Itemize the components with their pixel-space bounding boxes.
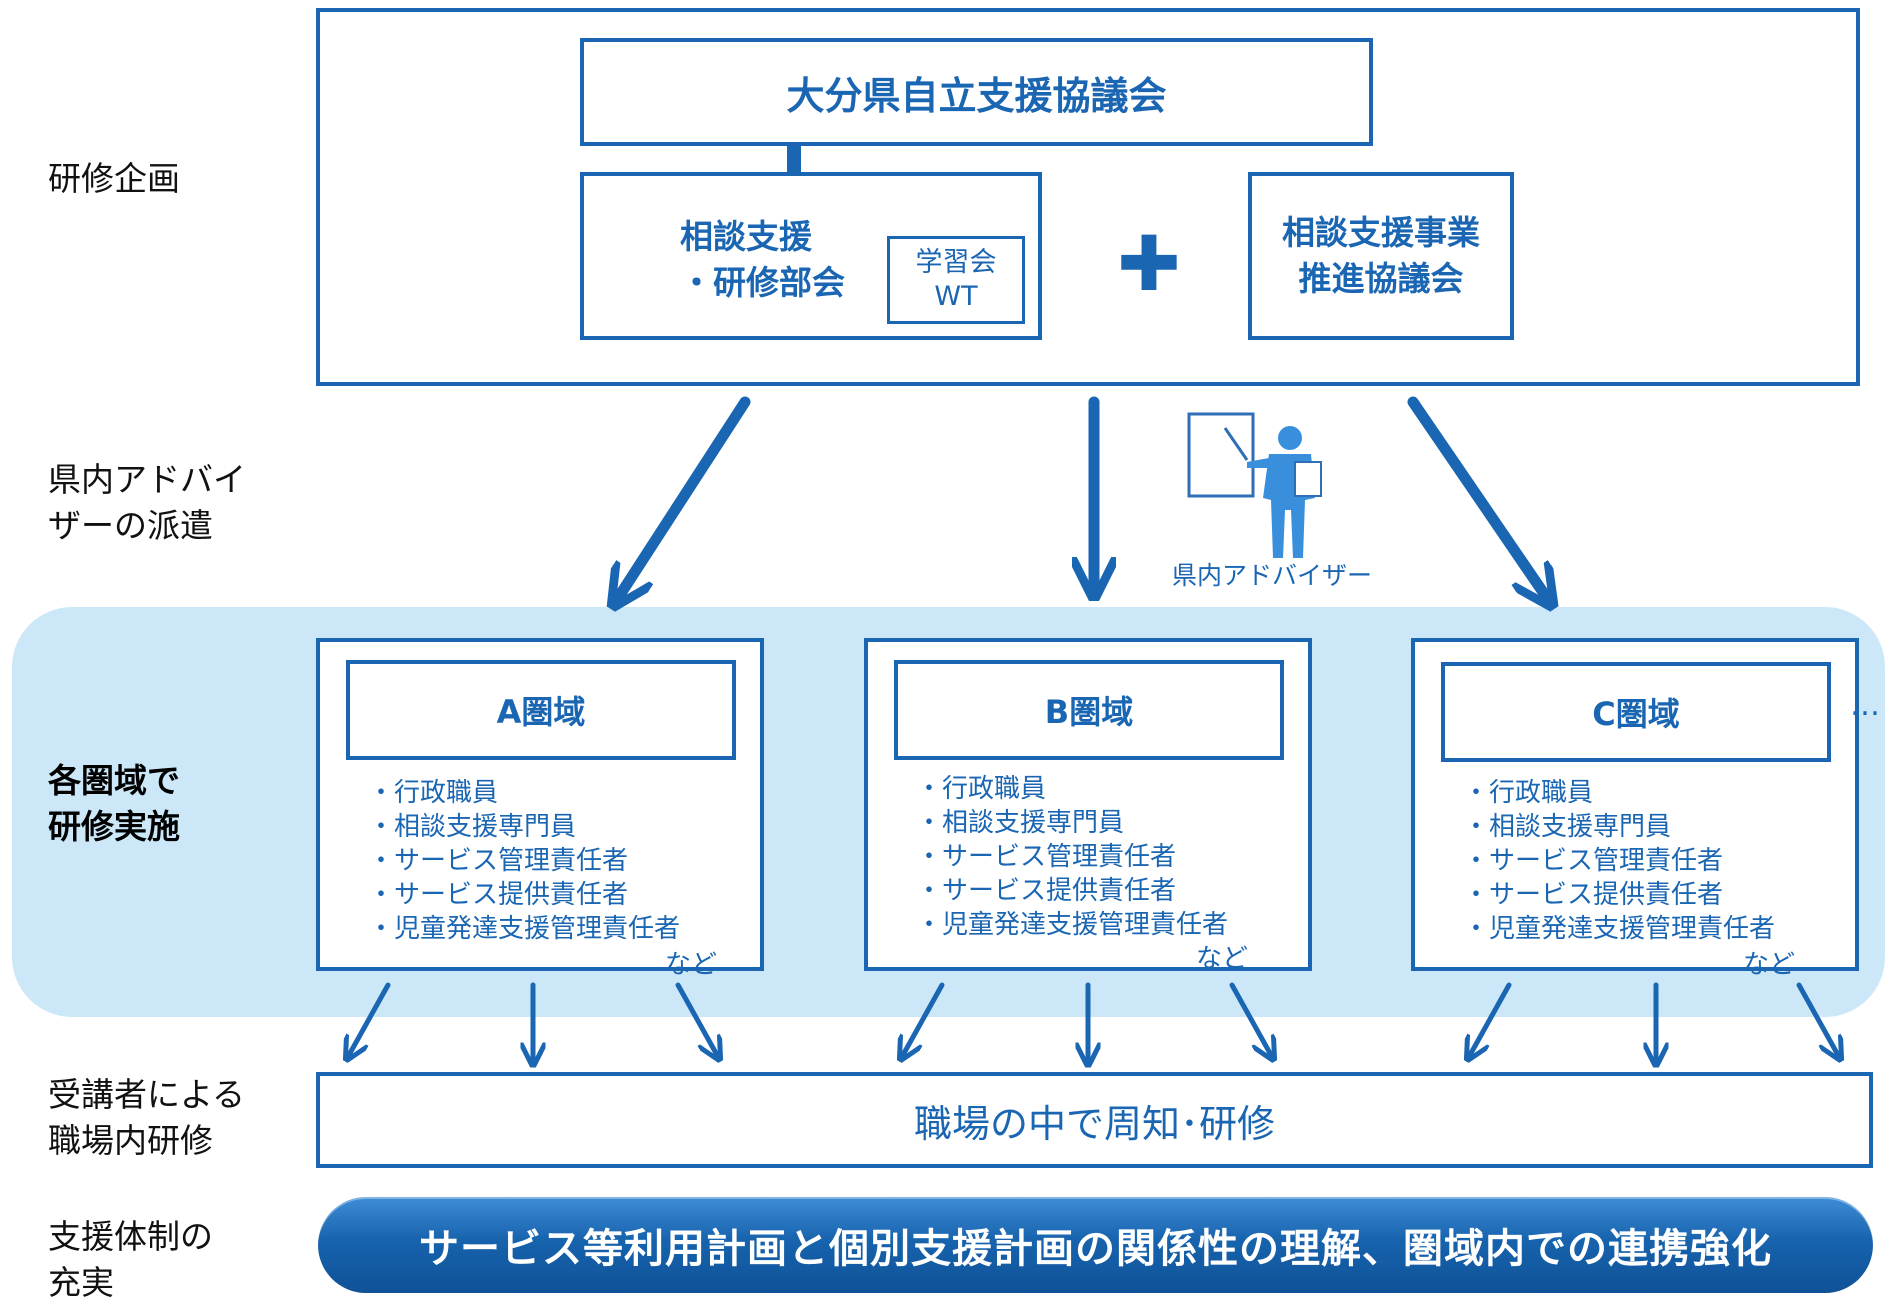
more-regions-ellipsis: … <box>1850 688 1880 723</box>
list-item: ・相談支援専門員 <box>1463 812 1672 842</box>
list-item: ・児童発達支援管理責任者 <box>368 914 681 944</box>
region-arrows <box>349 982 1838 1060</box>
subcommittee-line1: 相談支援 <box>680 217 812 256</box>
list-item: ・行政職員 <box>1463 778 1594 808</box>
goal-banner: サービス等利用計画と個別支援計画の関係性の理解、圏域内での連携強化 <box>318 1197 1873 1293</box>
label-planning-text: 研修企画 <box>48 159 180 198</box>
label-planning: 研修企画 <box>48 156 180 202</box>
goal-banner-text: サービス等利用計画と個別支援計画の関係性の理解、圏域内での連携強化 <box>419 1226 1772 1272</box>
region-b-members: ・行政職員 ・相談支援専門員 ・サービス管理責任者 ・サービス提供責任者 ・児童… <box>916 772 1228 942</box>
label-inhouse-line1: 受講者による <box>48 1075 246 1114</box>
region-b-header: B圏域 <box>894 660 1284 760</box>
list-item: ・児童発達支援管理責任者 <box>916 910 1229 940</box>
label-inhouse: 受講者による 職場内研修 <box>48 1072 245 1164</box>
subcommittee-line2: ・研修部会 <box>680 263 845 302</box>
label-dispatch-line1: 県内アドバイ <box>48 460 246 499</box>
council-title: 大分県自立支援協議会 <box>786 73 1167 118</box>
workplace-training-box: 職場の中で周知･研修 <box>316 1072 1873 1168</box>
list-item: ・児童発達支援管理責任者 <box>1463 914 1776 944</box>
council-box: 大分県自立支援協議会 <box>580 38 1373 146</box>
advisor-label: 県内アドバイザー <box>1172 556 1372 592</box>
region-a-card: A圏域 ・行政職員 ・相談支援専門員 ・サービス管理責任者 ・サービス提供責任者… <box>316 638 764 980</box>
advisor-figure-icon <box>1187 412 1322 558</box>
subcommittee-box: 相談支援 ・研修部会 学習会 WT <box>580 172 1042 340</box>
ellipsis-text: … <box>1850 688 1880 723</box>
list-item: ・サービス提供責任者 <box>1463 880 1724 910</box>
label-inhouse-line2: 職場内研修 <box>48 1121 213 1160</box>
plus-glyph: ✚ <box>1117 218 1181 308</box>
region-b-etc: など <box>1196 944 1249 974</box>
label-regional-line2: 研修実施 <box>48 807 180 846</box>
region-c-members: ・行政職員 ・相談支援専門員 ・サービス管理責任者 ・サービス提供責任者 ・児童… <box>1463 776 1775 946</box>
region-a-etc: など <box>665 950 718 980</box>
list-item: ・行政職員 <box>368 778 499 808</box>
list-item: ・相談支援専門員 <box>916 808 1125 838</box>
wt-line1: 学習会 <box>915 247 997 278</box>
list-item: ・行政職員 <box>916 774 1047 804</box>
council-connector <box>787 146 801 176</box>
region-b-card: B圏域 ・行政職員 ・相談支援専門員 ・サービス管理責任者 ・サービス提供責任者… <box>864 638 1312 974</box>
region-a-name: A圏域 <box>496 693 586 731</box>
region-c-header: C圏域 <box>1441 662 1831 762</box>
list-item: ・サービス管理責任者 <box>916 842 1177 872</box>
label-support-line1: 支援体制の <box>48 1217 213 1256</box>
promotion-line2: 推進協議会 <box>1298 259 1464 298</box>
label-dispatch-line2: ザーの派遣 <box>48 506 213 545</box>
workplace-training-text: 職場の中で周知･研修 <box>913 1101 1275 1146</box>
promotion-line1: 相談支援事業 <box>1282 213 1480 252</box>
label-regional: 各圏域で 研修実施 <box>48 758 180 850</box>
dispatch-arrows <box>618 396 1547 598</box>
region-b-name: B圏域 <box>1044 693 1134 731</box>
promotion-council-box: 相談支援事業 推進協議会 <box>1248 172 1514 340</box>
list-item: ・サービス管理責任者 <box>368 846 629 876</box>
region-c-card: C圏域 ・行政職員 ・相談支援専門員 ・サービス管理責任者 ・サービス提供責任者… <box>1411 638 1859 980</box>
label-dispatch: 県内アドバイ ザーの派遣 <box>48 457 246 549</box>
list-item: ・サービス提供責任者 <box>916 876 1177 906</box>
list-item: ・相談支援専門員 <box>368 812 577 842</box>
region-c-name: C圏域 <box>1592 695 1680 733</box>
label-regional-line1: 各圏域で <box>48 761 180 800</box>
wt-box: 学習会 WT <box>887 236 1025 324</box>
label-support: 支援体制の 充実 <box>48 1214 213 1306</box>
region-c-etc: など <box>1743 950 1796 980</box>
dispatch-arrow-c <box>1407 396 1547 598</box>
label-support-line2: 充実 <box>48 1263 114 1302</box>
list-item: ・サービス提供責任者 <box>368 880 629 910</box>
list-item: ・サービス管理責任者 <box>1463 846 1724 876</box>
dispatch-arrow-a <box>618 396 751 598</box>
advisor-label-text: 県内アドバイザー <box>1172 561 1373 590</box>
region-a-header: A圏域 <box>346 660 736 760</box>
region-a-members: ・行政職員 ・相談支援専門員 ・サービス管理責任者 ・サービス提供責任者 ・児童… <box>368 776 680 946</box>
wt-line2: WT <box>934 281 978 312</box>
plus-icon: ✚ <box>1108 219 1190 308</box>
